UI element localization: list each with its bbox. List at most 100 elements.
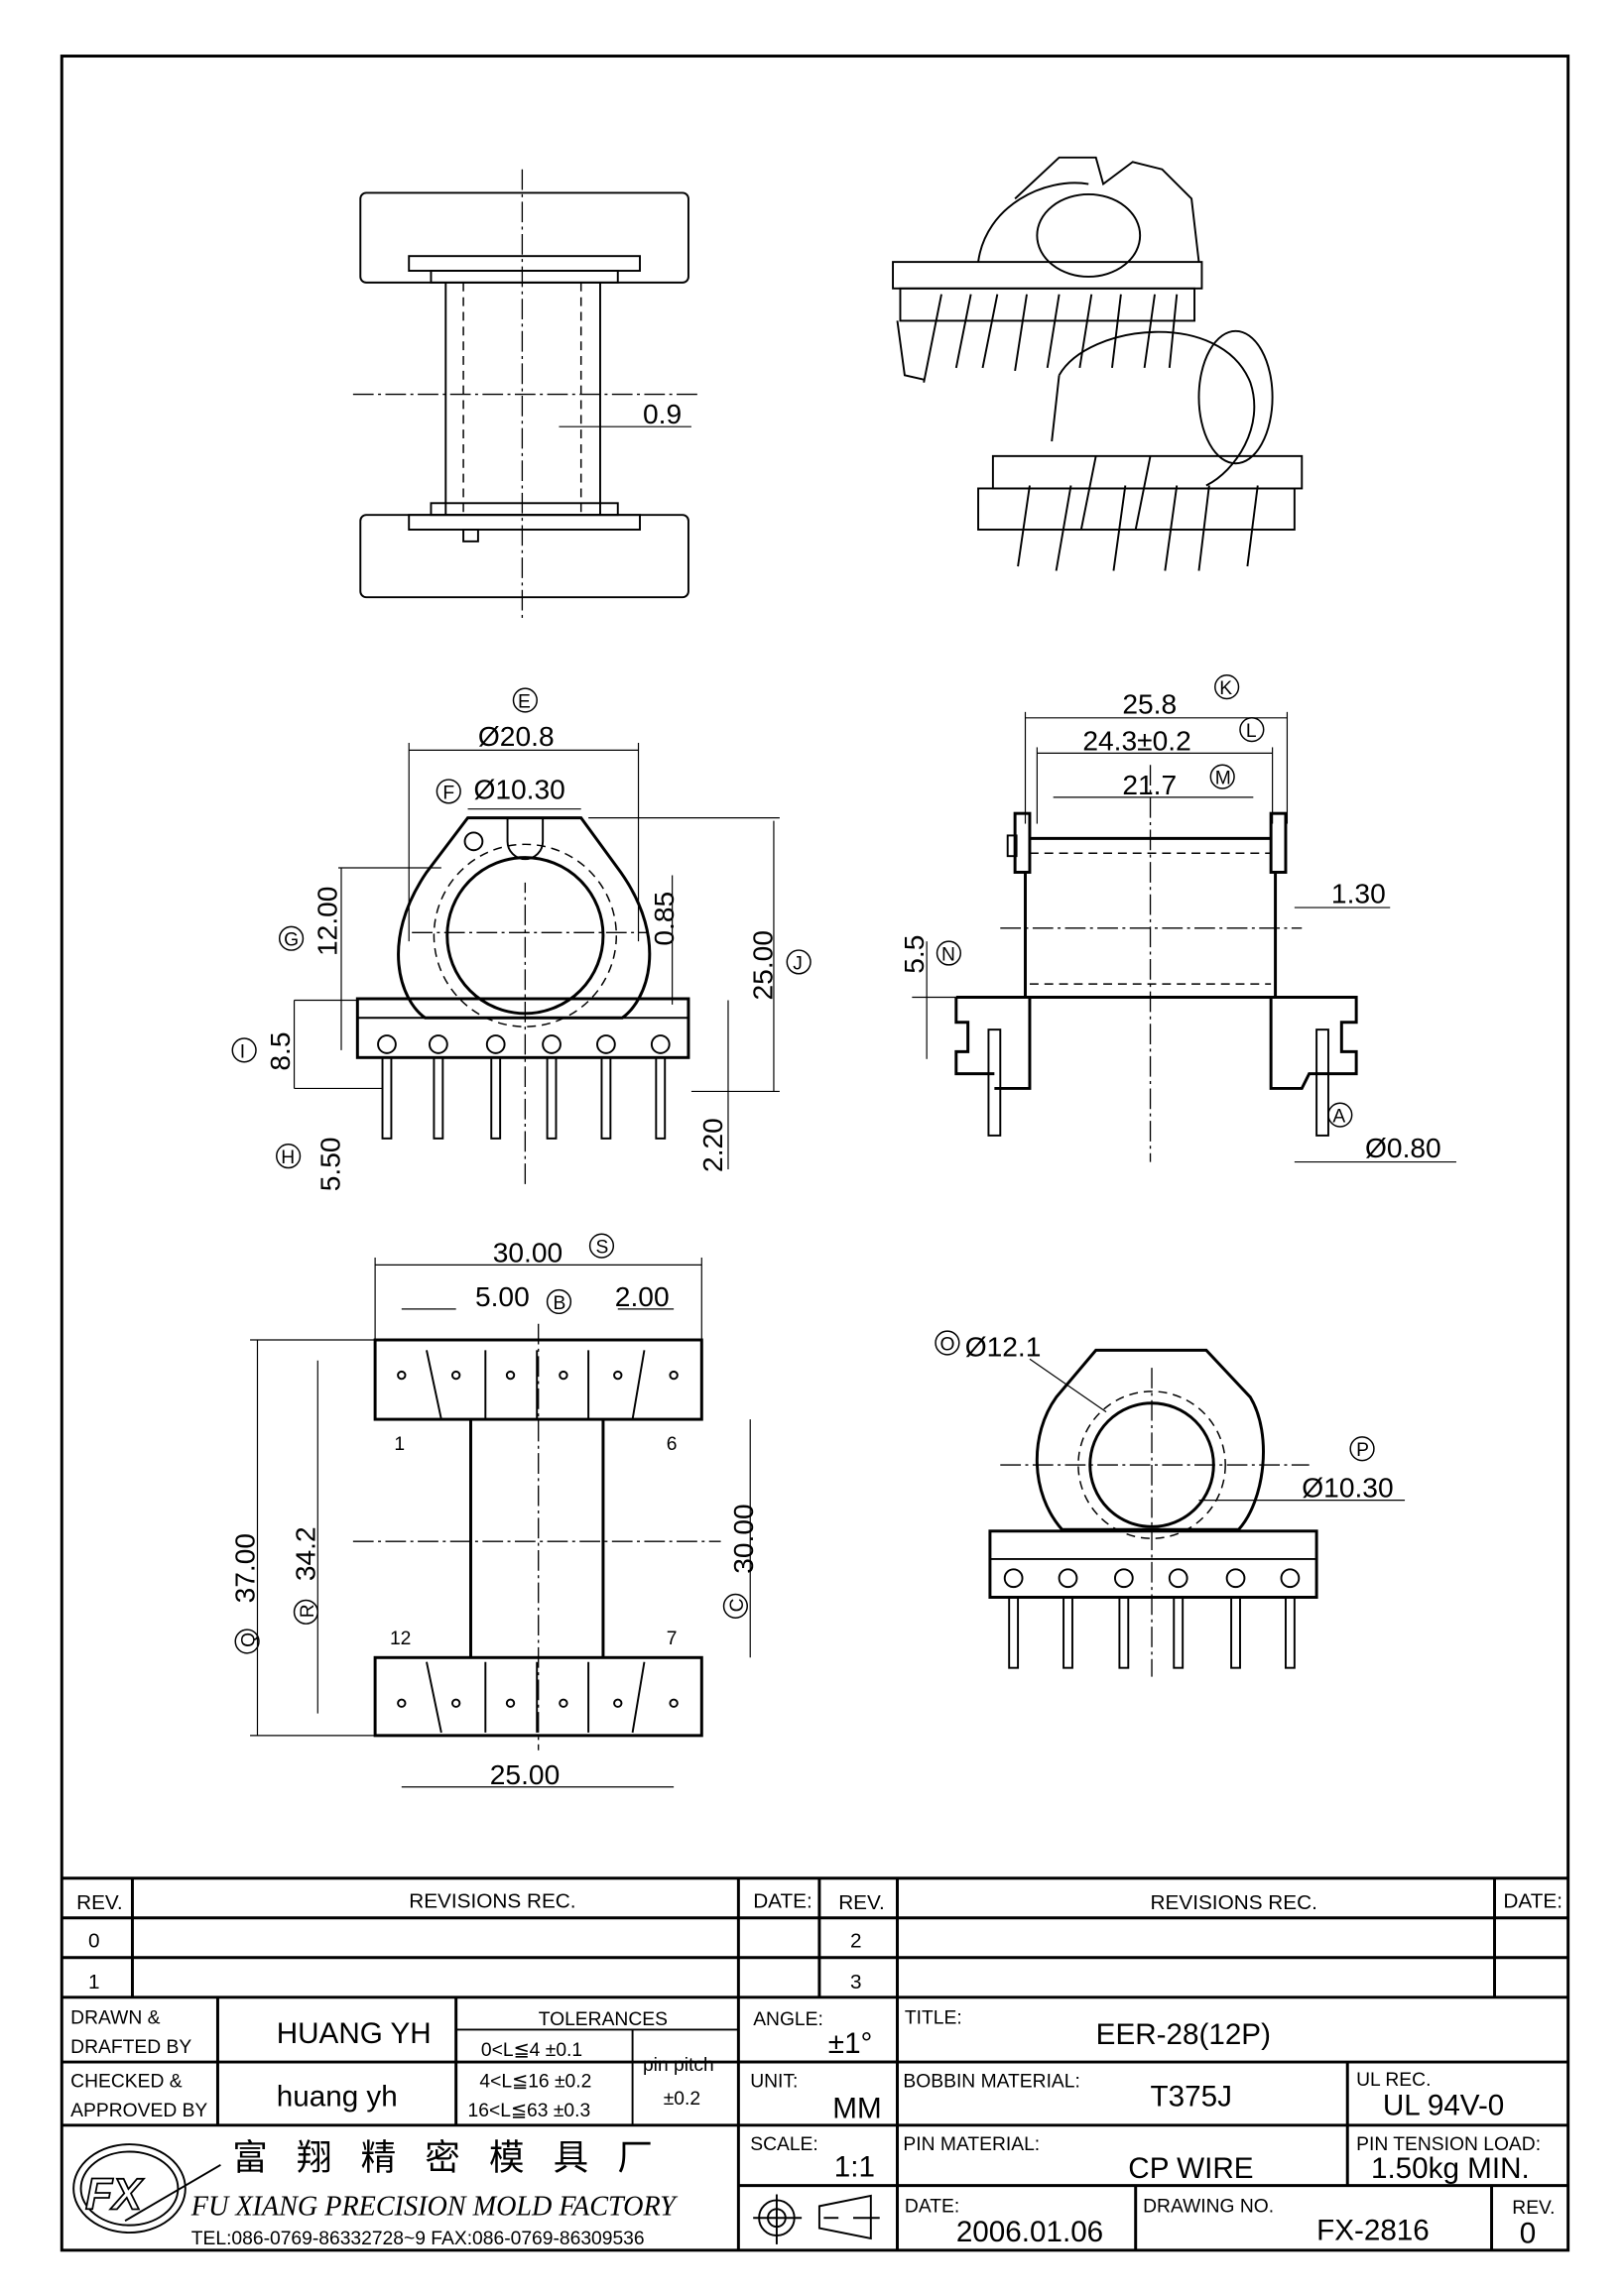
- pin-pitch-label: pin pitch: [643, 2055, 714, 2076]
- dim-S-value: 30.00: [493, 1236, 562, 1268]
- label-P: P: [1356, 1440, 1369, 1461]
- label-B: B: [554, 1293, 566, 1314]
- logo-text: FX: [85, 2170, 144, 2219]
- label-M: M: [1215, 769, 1231, 789]
- label-S: S: [596, 1238, 609, 1259]
- rev-row-3: 3: [850, 1971, 862, 1994]
- pin-label-6: 6: [667, 1434, 678, 1455]
- company-logo: FX: [72, 2143, 221, 2235]
- label-K: K: [1219, 678, 1232, 699]
- label-N: N: [941, 944, 955, 965]
- dim-M-value: 21.7: [1122, 769, 1177, 800]
- bobbin-material-label: BOBBIN MATERIAL:: [903, 2071, 1079, 2092]
- front-view: E Ø20.8 F Ø10.30 G 12.00 I 8.5 H 5.50 0.…: [231, 687, 812, 1191]
- label-Q: Q: [239, 1632, 260, 1647]
- unit-value: MM: [832, 2092, 881, 2124]
- right-side-view: 25.8 K 24.3±0.2 L 21.7 M 1.30 5.5 N A Ø0…: [898, 674, 1456, 1163]
- dim-J-value: 25.00: [746, 930, 778, 1000]
- dim-Q-value: 37.00: [229, 1533, 261, 1603]
- drawing-frame: [60, 55, 1570, 2252]
- angle-value: ±1°: [828, 2027, 873, 2060]
- company-name-en: FU XIANG PRECISION MOLD FACTORY: [190, 2191, 679, 2222]
- scale-value: 1:1: [834, 2151, 875, 2184]
- ul-label: UL REC.: [1356, 2070, 1431, 2091]
- dim-E-value: Ø20.8: [478, 720, 555, 752]
- dim-offset: 0.85: [648, 892, 680, 946]
- drawing-no-value: FX-2816: [1316, 2214, 1430, 2246]
- date-label: DATE:: [905, 2196, 959, 2217]
- pin-tension-label: PIN TENSION LOAD:: [1356, 2134, 1541, 2155]
- side-view: 0.9: [352, 169, 699, 618]
- pin-material-value: CP WIRE: [1128, 2152, 1253, 2185]
- tolerance-row-3: 16<L≦63 ±0.3: [468, 2101, 591, 2121]
- rev-header-right: REV.: [838, 1891, 885, 1914]
- top-view: 30.00 S 5.00 B 2.00 37.00 Q 34.2 R 30.00…: [229, 1233, 759, 1790]
- scale-label: SCALE:: [750, 2134, 818, 2155]
- label-R: R: [298, 1604, 318, 1618]
- dim-K-value: 25.8: [1122, 687, 1177, 719]
- ul-value: UL 94V-0: [1383, 2089, 1504, 2121]
- date-value: 2006.01.06: [956, 2216, 1103, 2248]
- end-view: O Ø12.1 P Ø10.30: [935, 1330, 1406, 1677]
- label-J: J: [793, 953, 803, 974]
- tolerances-header: TOLERANCES: [539, 2009, 668, 2030]
- label-I: I: [240, 1041, 245, 1062]
- angle-label: ANGLE:: [753, 2009, 823, 2030]
- dim-pitch-2: 2.00: [615, 1280, 670, 1312]
- label-G: G: [284, 930, 299, 951]
- tolerance-row-1: 0<L≦4 ±0.1: [481, 2040, 582, 2061]
- unit-label: UNIT:: [750, 2071, 798, 2092]
- dim-bottom-width: 25.00: [490, 1758, 560, 1790]
- drawn-label-2: DRAFTED BY: [70, 2037, 191, 2058]
- company-name-cn: 富 翔 精 密 模 具 厂: [232, 2137, 662, 2178]
- rev-label: REV.: [1512, 2198, 1555, 2219]
- dim-H-value: 5.50: [314, 1137, 346, 1191]
- dim-flange-gap: 0.9: [643, 398, 682, 429]
- isometric-view: [892, 156, 1304, 571]
- dim-O-value: Ø12.1: [965, 1330, 1042, 1362]
- label-E: E: [518, 691, 531, 712]
- pin-label-12: 12: [390, 1629, 411, 1649]
- label-C: C: [727, 1598, 748, 1612]
- dim-wall: 1.30: [1331, 878, 1386, 909]
- label-A: A: [1332, 1107, 1345, 1128]
- drawing-no-label: DRAWING NO.: [1143, 2196, 1274, 2217]
- dim-B-value: 5.00: [475, 1280, 530, 1312]
- bobbin-material-value: T375J: [1151, 2081, 1232, 2114]
- pin-tension-value: 1.50kg MIN.: [1371, 2152, 1530, 2185]
- revisions-header-left: REVISIONS REC.: [409, 1889, 575, 1912]
- dim-A-value: Ø0.80: [1365, 1132, 1441, 1163]
- title-label: TITLE:: [905, 2008, 962, 2029]
- dim-pin-offset: 2.20: [696, 1118, 728, 1172]
- dim-C-value: 30.00: [727, 1504, 759, 1573]
- rev-value: 0: [1520, 2217, 1537, 2249]
- pin-material-label: PIN MATERIAL:: [903, 2134, 1040, 2155]
- label-O: O: [940, 1334, 955, 1355]
- pin-label-7: 7: [667, 1629, 678, 1649]
- drawn-value: HUANG YH: [277, 2017, 432, 2050]
- label-H: H: [281, 1148, 295, 1168]
- rev-row-1: 1: [88, 1971, 100, 1994]
- checked-value: huang yh: [277, 2081, 398, 2114]
- date-header-right: DATE:: [1503, 1889, 1562, 1912]
- checked-label-2: APPROVED BY: [70, 2101, 207, 2121]
- title-value: EER-28(12P): [1096, 2018, 1271, 2051]
- rev-header-left: REV.: [76, 1891, 123, 1914]
- rev-row-0: 0: [88, 1929, 100, 1952]
- dim-R-value: 34.2: [289, 1526, 320, 1581]
- label-F: F: [442, 783, 454, 803]
- projection-symbol-icon: [753, 2194, 880, 2244]
- company-contact: TEL:086-0769-86332728~9 FAX:086-0769-863…: [191, 2229, 645, 2249]
- pin-pitch-value: ±0.2: [664, 2089, 700, 2110]
- dim-P-value: Ø10.30: [1302, 1472, 1393, 1504]
- label-L: L: [1246, 721, 1257, 742]
- date-header-left: DATE:: [753, 1889, 812, 1912]
- title-block: REV. REVISIONS REC. DATE: REV. REVISIONS…: [62, 1876, 1568, 2250]
- dim-L-value: 24.3±0.2: [1082, 724, 1190, 756]
- dim-F-value: Ø10.30: [473, 773, 564, 804]
- rev-row-2: 2: [850, 1929, 862, 1952]
- dim-I-value: 8.5: [264, 1031, 296, 1070]
- pin-label-1: 1: [394, 1434, 405, 1455]
- drawn-label-1: DRAWN &: [70, 2008, 160, 2029]
- tolerance-row-2: 4<L≦16 ±0.2: [479, 2071, 591, 2092]
